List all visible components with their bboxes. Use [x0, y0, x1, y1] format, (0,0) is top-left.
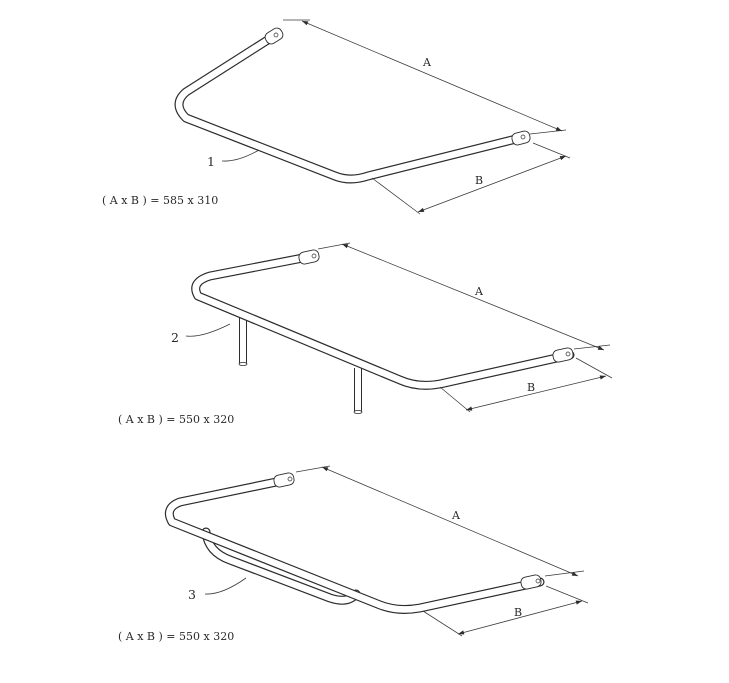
frame-2-dimension-a	[317, 242, 611, 351]
frame-3-label-b: B	[514, 606, 522, 619]
frame-2-caption: ( A x B ) = 550 x 320	[118, 413, 234, 426]
frame-1-clip-right	[511, 130, 531, 146]
frame-1-dimension-a	[283, 19, 567, 135]
frame-3-dimension-b	[422, 585, 589, 637]
frame-2-number: 2	[171, 330, 179, 345]
frame-3-tube	[164, 475, 545, 614]
frame-2-leader	[185, 323, 231, 337]
frame-1-label-b: B	[475, 174, 483, 187]
frame-1-number: 1	[207, 154, 215, 169]
frame-3-dimension-a	[295, 465, 585, 577]
frame-1-clip-top	[264, 27, 284, 45]
frame-2-clip-top	[298, 249, 320, 265]
frame-2: 2 A B ( A x B ) = 550 x 320	[118, 242, 613, 426]
frame-2-tube	[191, 252, 575, 390]
frame-3-caption: ( A x B ) = 550 x 320	[118, 630, 234, 643]
frame-1-leader	[221, 149, 260, 162]
frame-2-clip-right	[552, 347, 574, 363]
frame-3-clip-right	[520, 574, 542, 590]
frame-1-label-a: A	[422, 56, 432, 69]
frame-3-label-a: A	[451, 509, 461, 522]
frame-1: 1 A B ( A x B ) = 585 x 310	[102, 19, 571, 215]
frame-2-leg-right	[353, 368, 363, 414]
frame-2-label-a: A	[474, 285, 484, 298]
frame-2-label-b: B	[527, 381, 535, 394]
frame-3: 3 A B ( A x B ) = 550 x 320	[118, 465, 589, 643]
frame-3-leader	[204, 577, 247, 595]
frame-2-leg-left	[238, 318, 248, 366]
frame-1-tube	[174, 31, 525, 184]
frame-2-dimension-b	[439, 357, 613, 413]
frame-3-under-rail	[201, 527, 361, 605]
frame-1-caption: ( A x B ) = 585 x 310	[102, 194, 218, 207]
frame-3-number: 3	[188, 587, 196, 602]
frame-3-clip-top	[273, 472, 295, 488]
frame-1-dimension-b	[371, 142, 571, 215]
